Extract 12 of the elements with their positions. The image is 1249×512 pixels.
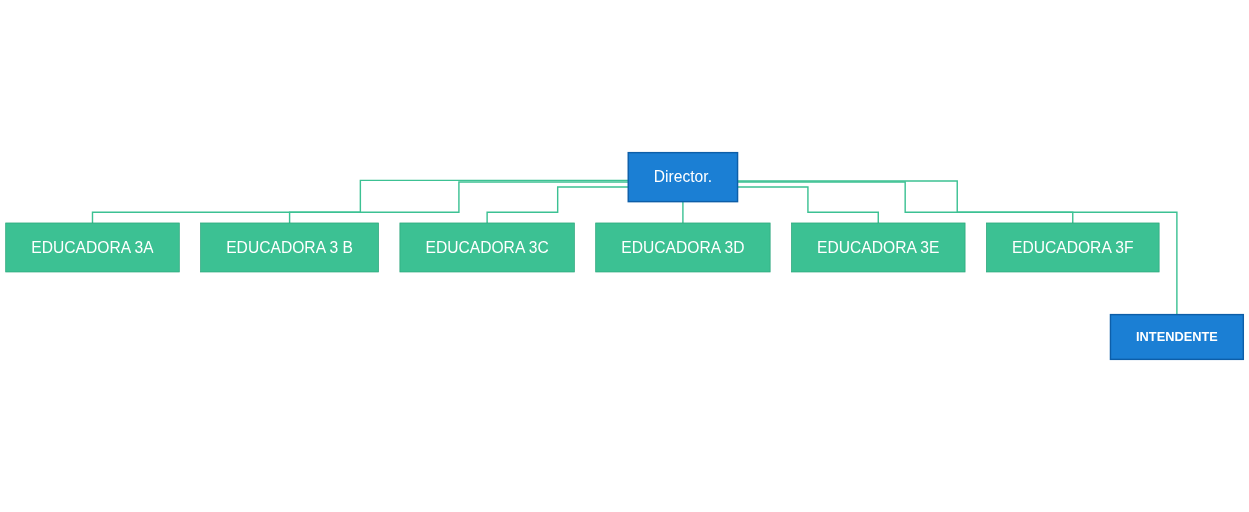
node-box: EDUCADORA 3E bbox=[791, 222, 966, 273]
connector bbox=[682, 200, 684, 224]
node-box: EDUCADORA 3A bbox=[5, 222, 180, 273]
node-box: EDUCADORA 3C bbox=[399, 222, 575, 273]
connector bbox=[486, 186, 629, 224]
node-box: EDUCADORA 3D bbox=[595, 222, 771, 273]
connector bbox=[91, 179, 629, 224]
node-box: INTENDENTE bbox=[1109, 313, 1245, 361]
node-box: EDUCADORA 3F bbox=[986, 222, 1160, 273]
connector bbox=[288, 181, 629, 224]
node-box: EDUCADORA 3 B bbox=[200, 222, 379, 273]
node-box: Director. bbox=[627, 151, 739, 203]
